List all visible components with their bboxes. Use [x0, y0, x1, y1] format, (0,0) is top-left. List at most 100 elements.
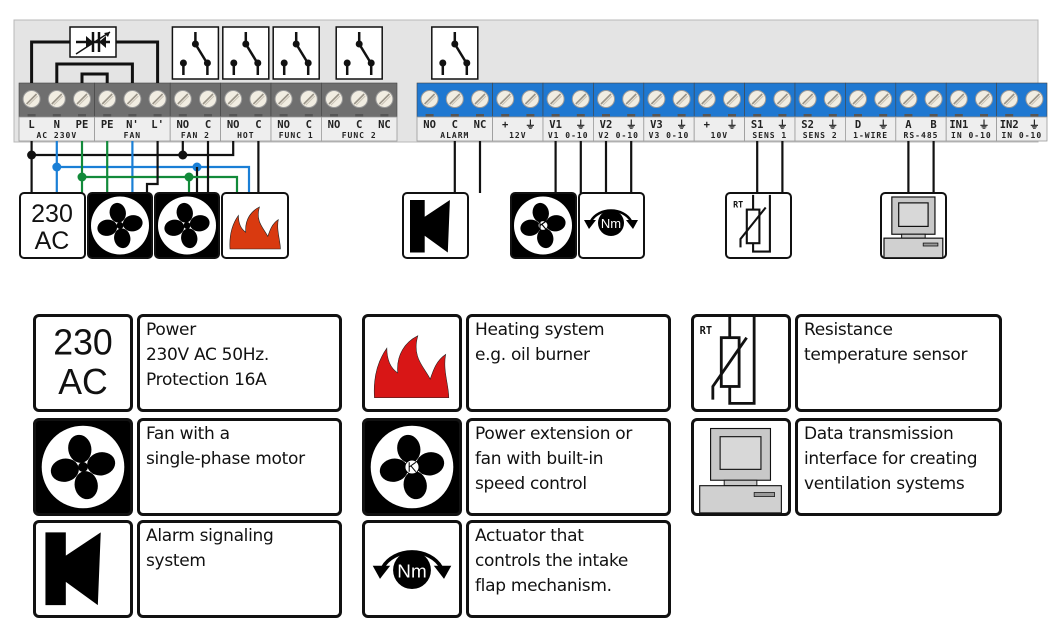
fan-blade — [181, 228, 198, 249]
terminal-screw[interactable] — [521, 89, 540, 109]
legend-line: Protection 16A — [146, 370, 267, 390]
legend-icon-heating — [362, 314, 462, 412]
terminal-label-sens2: S2⏚SENS 2 — [794, 116, 846, 142]
junction-dot — [52, 162, 62, 172]
legend-line: Fan with a — [146, 424, 230, 444]
legend-icon-data — [691, 418, 791, 516]
fan-blade — [50, 458, 79, 482]
terminal-screw[interactable] — [223, 89, 243, 109]
terminal-screw[interactable] — [873, 89, 893, 109]
terminal-screw[interactable] — [621, 89, 641, 109]
terminal-screw[interactable] — [324, 89, 344, 109]
terminal-screw[interactable] — [999, 89, 1019, 109]
wire-alarm — [453, 141, 482, 193]
terminal-screw[interactable] — [274, 89, 293, 109]
legend-line: Data transmission — [804, 424, 954, 444]
terminal-screw[interactable] — [349, 89, 369, 109]
legend-line: Alarm signaling — [146, 526, 274, 546]
terminal-slot — [551, 114, 560, 117]
legend-icon-alarm — [33, 520, 133, 618]
actuator-disc — [393, 551, 431, 590]
legend-line: flap mechanism. — [475, 576, 612, 596]
fan-blade — [537, 228, 554, 249]
monitor-stand — [723, 479, 758, 487]
terminal-screw[interactable] — [899, 89, 918, 109]
terminal-slot — [677, 114, 686, 117]
label-box — [542, 116, 594, 142]
terminal-screw[interactable] — [173, 89, 193, 109]
relay-symbol-fan2 — [171, 26, 220, 80]
terminal-screw[interactable] — [445, 89, 465, 109]
terminal-screw[interactable] — [823, 89, 843, 109]
monitor-screen — [898, 202, 929, 228]
terminal-screw[interactable] — [672, 89, 691, 109]
junction-dot — [178, 150, 188, 160]
terminal-screw[interactable] — [495, 89, 515, 109]
terminal-block-fan — [94, 82, 171, 118]
terminal-screw[interactable] — [1025, 89, 1044, 109]
legend-icon-actuator: Nm — [362, 520, 462, 618]
terminal-screw[interactable] — [747, 89, 767, 109]
flame-shape — [373, 335, 450, 399]
label-box — [895, 116, 947, 142]
terminal-screw[interactable] — [722, 89, 742, 109]
terminal-screw[interactable] — [123, 89, 142, 109]
terminal-screw[interactable] — [571, 89, 591, 109]
power-label: 230 — [31, 200, 73, 228]
wire-v1 — [554, 141, 582, 193]
terminal-screw[interactable] — [148, 89, 167, 109]
terminal-screw[interactable] — [299, 89, 319, 109]
terminal-slot — [27, 114, 36, 117]
pin-label: S2 — [801, 119, 814, 131]
fan-blade — [176, 202, 193, 223]
pin-label: A — [905, 119, 912, 131]
terminal-screw[interactable] — [697, 89, 717, 109]
terminal-screw[interactable] — [974, 89, 994, 109]
pin-label: + — [502, 119, 508, 131]
terminal-slot — [627, 114, 636, 117]
terminal-slot — [476, 114, 484, 117]
pin-label: ⏚ — [727, 119, 738, 131]
terminal-screw[interactable] — [773, 89, 792, 109]
terminal-label-in2: IN2⏚IN 0-10 — [996, 116, 1048, 142]
terminal-screw[interactable] — [949, 89, 969, 109]
terminal-slot — [450, 114, 459, 117]
terminal-screw[interactable] — [596, 89, 616, 109]
pin-label: B — [930, 119, 936, 131]
terminal-screw[interactable] — [72, 89, 92, 109]
group-label: IN 0-10 — [951, 131, 992, 140]
terminal-screw[interactable] — [249, 89, 268, 109]
terminal-screw[interactable] — [198, 89, 218, 109]
sensor-leads — [728, 317, 756, 405]
terminal-screw[interactable] — [22, 89, 41, 109]
terminal-screw[interactable] — [546, 89, 565, 109]
rotation-arc — [381, 550, 443, 569]
terminal-screw[interactable] — [375, 89, 394, 109]
group-label: RS-485 — [904, 131, 939, 140]
terminal-screw[interactable] — [798, 89, 817, 109]
terminal-screw[interactable] — [420, 89, 439, 109]
rt-sensor-icon: RT — [700, 317, 756, 405]
legend-line: Actuator that — [475, 526, 584, 546]
terminal-slot — [602, 114, 610, 117]
label-box — [320, 116, 398, 142]
pin-label: ⏚ — [777, 119, 788, 131]
terminal-screw[interactable] — [924, 89, 943, 109]
fan-blade — [532, 202, 549, 223]
terminal-screw[interactable] — [47, 89, 67, 109]
pin-label: S1 — [751, 119, 764, 131]
label-box — [416, 116, 493, 142]
pin-label: C — [306, 119, 312, 131]
terminal-screw[interactable] — [97, 89, 117, 109]
wire-neutral — [55, 62, 134, 83]
wire-live — [30, 40, 160, 83]
terminal-screw[interactable] — [470, 89, 490, 109]
terminal-screw[interactable] — [647, 89, 666, 109]
terminal-screw[interactable] — [848, 89, 868, 109]
pin-label: C — [452, 119, 458, 131]
